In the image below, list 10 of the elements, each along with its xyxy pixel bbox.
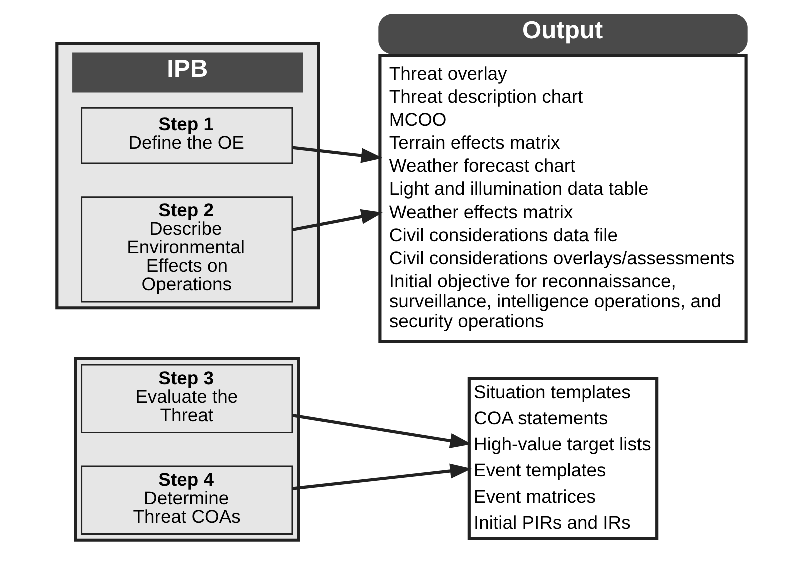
- node-box: Situation templates COA statements High-value target lists Event templates Event matrices Initial PIRs and IRs: [467, 377, 658, 540]
- arrow: [292, 464, 472, 490]
- arrow: [292, 146, 382, 164]
- node-box: Step 2 Describe Environmental Effects on Operations: [80, 196, 293, 303]
- arrow: [292, 414, 472, 448]
- node-box: Step 3 Evaluate the Threat: [80, 364, 293, 434]
- cluster: [74, 357, 300, 542]
- node-box: Step 4 Determine Threat COAs: [80, 466, 293, 535]
- arrow: [292, 209, 382, 232]
- node-box: Step 1 Define the OE: [80, 107, 293, 164]
